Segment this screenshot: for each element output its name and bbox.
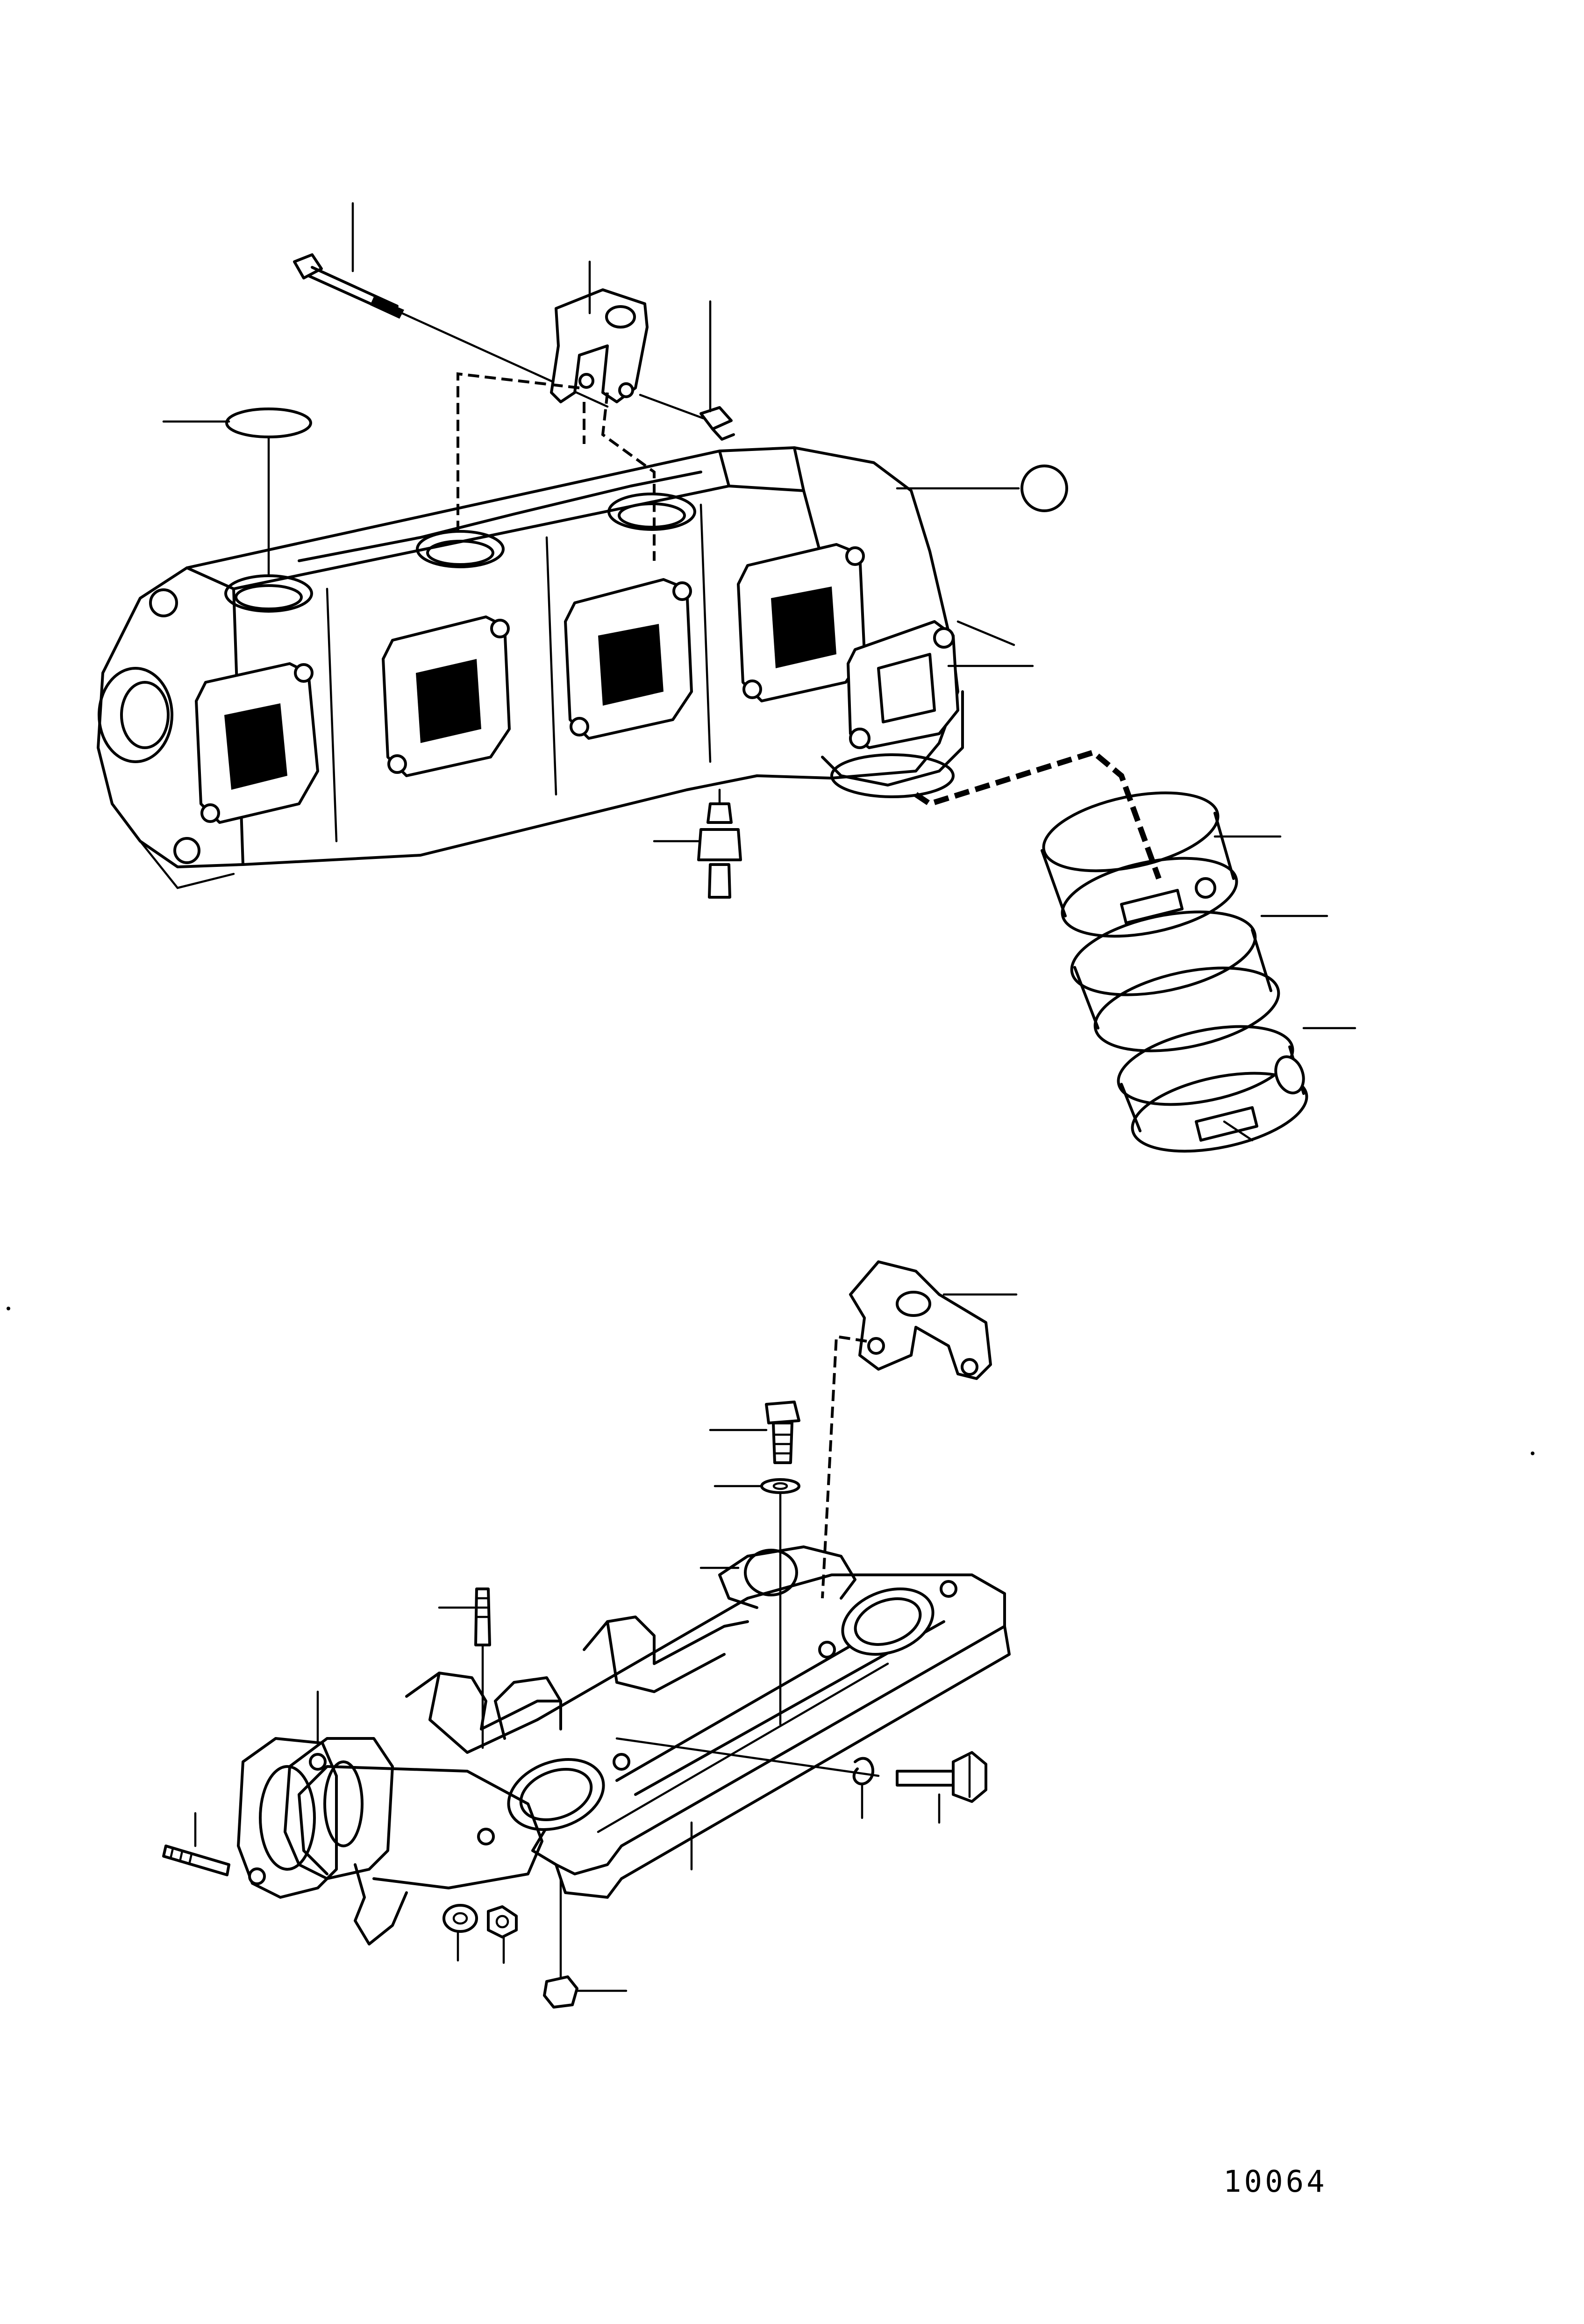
leader-lines-upper	[162, 202, 1356, 1142]
washer	[760, 1478, 800, 1494]
exhaust-port-1	[195, 662, 319, 824]
exhaust-port-3	[564, 578, 693, 740]
leader-line	[956, 620, 1015, 646]
exhaust-manifold-assembly	[162, 1260, 1018, 2009]
washer-lower	[442, 1904, 478, 1933]
manifold-inlet-port	[98, 588, 200, 864]
bracket-dashes	[821, 1335, 867, 1599]
manifold-main-body	[531, 1573, 1011, 1899]
leader-lines-lower	[194, 1293, 1018, 1992]
water-cooled-manifold-assembly	[97, 202, 1356, 1153]
exhaust-ports	[195, 543, 866, 824]
drain-nipple	[697, 788, 742, 899]
assembly-dashes	[457, 372, 656, 561]
top-openings	[224, 493, 696, 613]
mounting-bracket	[849, 1260, 992, 1380]
sheet-dot	[1531, 1452, 1534, 1455]
outlet-elbow	[821, 690, 964, 798]
flange-bolt	[765, 1401, 800, 1464]
lifting-bracket	[550, 288, 649, 403]
cover-plug	[225, 408, 312, 576]
hose-connection-dashes	[914, 749, 1162, 880]
drawing-number: 10064	[1223, 2165, 1327, 2199]
nut-lower	[487, 1905, 518, 1938]
side-bolt	[615, 1737, 987, 1803]
sheet-dot	[7, 1307, 10, 1310]
manifold-outlets	[477, 1580, 957, 1845]
end-gasket	[237, 1737, 338, 1899]
outlet-gasket	[847, 620, 959, 749]
lock-washer	[852, 1757, 875, 1786]
exhaust-port-4	[737, 543, 866, 702]
drain-plug	[543, 1877, 578, 2009]
reference-circle	[1020, 465, 1068, 512]
long-stud	[162, 1845, 230, 1876]
hose-clamp-lower	[1117, 1025, 1308, 1153]
hose-clamp-upper	[1041, 791, 1238, 938]
exhaust-port-2	[382, 615, 511, 777]
hose	[1070, 910, 1280, 1052]
runner-tubes	[405, 1545, 856, 1754]
bracket-bolt	[639, 393, 735, 441]
leader-line	[1223, 1120, 1254, 1142]
short-stud	[474, 1587, 491, 1749]
